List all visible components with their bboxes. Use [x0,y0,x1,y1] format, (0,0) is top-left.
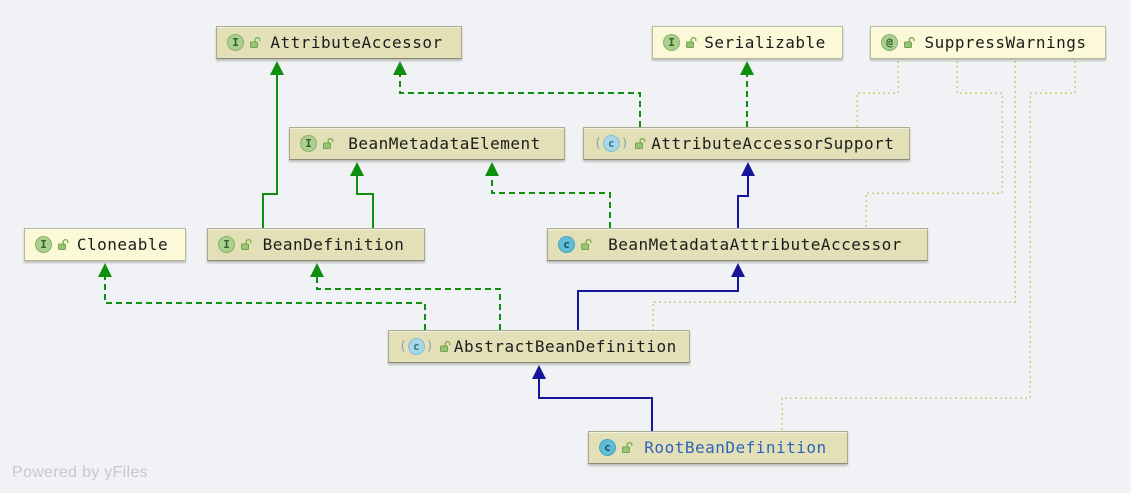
unlocked-padlock-icon [685,36,698,49]
unlocked-padlock-icon [57,238,70,251]
class-icon: c [558,236,575,253]
class-name-label: SuppressWarnings [924,33,1087,52]
class-name-label: BeanMetadataElement [348,134,541,153]
edge-abstractbeandefinition-extends-beanmetadataattributeaccessor [577,276,739,330]
edge-rootbeandefinition-extends-abstractbeandefinition [538,378,653,431]
arrowhead [741,162,755,176]
class-name-label: BeanDefinition [262,235,405,254]
class-node-attribute-accessor[interactable]: I AttributeAccessor [216,26,462,59]
unlocked-padlock-icon [240,238,253,251]
abstract-class-icon: c [407,338,425,355]
class-node-serializable[interactable]: I Serializable [652,26,843,59]
arrowhead [731,263,745,277]
class-node-attribute-accessor-support[interactable]: c AttributeAccessorSupport [583,127,910,160]
class-node-root-bean-definition[interactable]: c RootBeanDefinition [588,431,848,464]
edge-beanmetadataattributeaccessor-implements-beanmetadataelement [491,175,611,228]
arrowhead [310,263,324,277]
class-name-label: RootBeanDefinition [644,438,827,457]
interface-icon: I [218,236,235,253]
unlocked-padlock-icon [322,137,335,150]
edge-abstractbeandefinition-implements-cloneable [104,276,426,330]
edge-suppresswarnings-annotates-abstractbeandefinition [652,61,1016,330]
edge-suppresswarnings-annotates-attributeaccessorsupport [856,61,899,127]
unlocked-padlock-icon [580,238,593,251]
class-name-label: Serializable [704,33,826,52]
class-node-bean-definition[interactable]: I BeanDefinition [207,228,425,261]
class-icon: c [599,439,616,456]
edge-abstractbeandefinition-implements-beandefinition [316,276,501,330]
unlocked-padlock-icon [634,137,647,150]
edge-beandefinition-extends-beanmetadataelement [356,175,374,228]
arrowhead [532,365,546,379]
class-node-bean-metadata-element[interactable]: I BeanMetadataElement [289,127,565,160]
edge-beanmetadataattributeaccessor-extends-attributeaccessorsupport [737,175,749,228]
interface-icon: I [35,236,52,253]
class-node-cloneable[interactable]: I Cloneable [24,228,186,261]
watermark-prefix: Powered by [12,464,105,481]
class-name-label: Cloneable [76,235,169,254]
class-node-suppress-warnings[interactable]: @ SuppressWarnings [870,26,1106,59]
watermark: Powered by yFiles [12,464,148,482]
arrowhead [98,263,112,277]
interface-icon: I [300,135,317,152]
class-name-label: AttributeAccessorSupport [651,134,895,153]
edge-beandefinition-extends-attributeaccessor [262,74,278,228]
interface-icon: I [663,34,680,51]
annotation-icon: @ [881,34,898,51]
arrowhead [485,162,499,176]
unlocked-padlock-icon [439,340,452,353]
class-name-label: AttributeAccessor [270,33,443,52]
abstract-class-icon: c [602,135,620,152]
arrowhead [393,61,407,75]
class-node-bean-metadata-attribute-accessor[interactable]: c BeanMetadataAttributeAccessor [547,228,928,261]
class-name-label: BeanMetadataAttributeAccessor [608,235,902,254]
arrowhead [350,162,364,176]
unlocked-padlock-icon [249,36,262,49]
class-node-abstract-bean-definition[interactable]: c AbstractBeanDefinition [388,330,690,363]
unlocked-padlock-icon [903,36,916,49]
class-name-label: AbstractBeanDefinition [453,337,677,356]
edge-attributeaccessorsupport-implements-attributeaccessor [399,74,641,127]
yfiles-link[interactable]: yFiles [104,464,148,481]
interface-icon: I [227,34,244,51]
arrowhead [270,61,284,75]
unlocked-padlock-icon [621,441,634,454]
arrowhead [740,61,754,75]
